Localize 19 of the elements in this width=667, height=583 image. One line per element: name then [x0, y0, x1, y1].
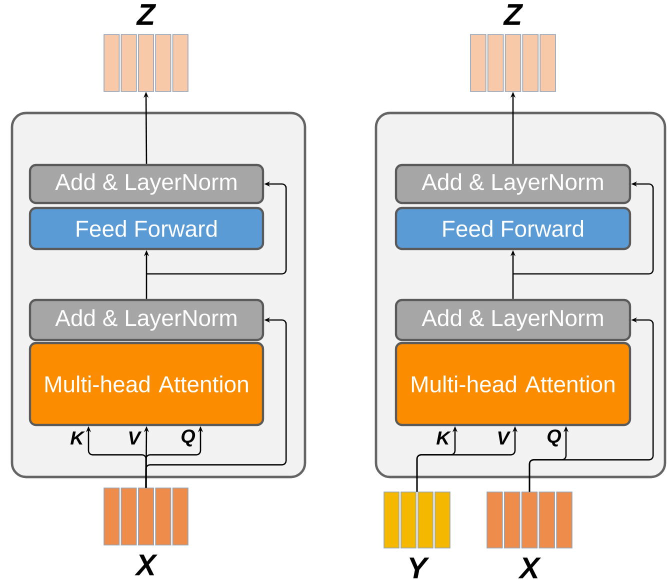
feed-forward-box: Feed Forward — [28, 206, 264, 250]
edge-label: Q — [180, 428, 196, 448]
edge-label: V — [496, 430, 511, 446]
vector-label: Z — [503, 4, 524, 25]
edge-label: K — [69, 430, 86, 446]
attention-box: Multi-head Attention — [394, 342, 632, 426]
vector-label: Z — [136, 4, 156, 25]
layer-norm-box: Add & LayerNorm — [394, 164, 632, 204]
edge-label: V — [126, 430, 142, 446]
attention-box: Multi-head Attention — [28, 342, 264, 426]
feed-forward-box: Feed Forward — [394, 206, 632, 250]
vector-label: X — [518, 558, 541, 578]
layer-norm-box: Add & LayerNorm — [28, 298, 264, 342]
edge-label: K — [435, 430, 451, 446]
layer-norm-box: Add & LayerNorm — [394, 298, 632, 342]
edge-label: Q — [546, 428, 562, 448]
vector-label: Y — [410, 558, 430, 578]
vector-label: X — [134, 554, 158, 576]
layer-norm-box: Add & LayerNorm — [28, 164, 264, 204]
